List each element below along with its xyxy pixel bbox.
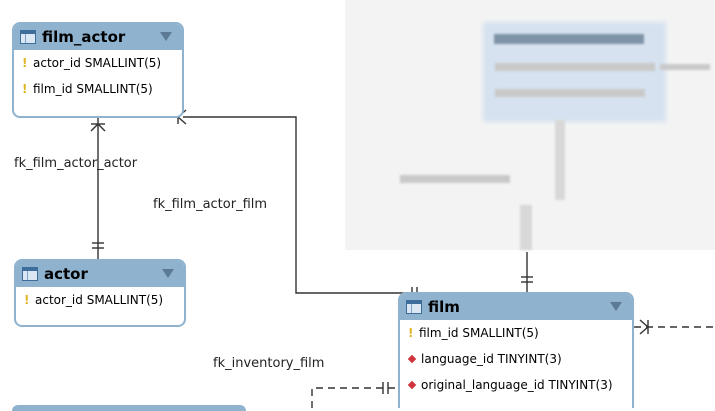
table-name: actor [44,265,88,283]
crowfoot-mark [90,123,99,132]
blurred-bar [400,175,510,183]
column-row[interactable]: original_language_id TINYINT(3) [400,372,632,398]
collapse-arrow-icon[interactable] [160,32,172,41]
table-header[interactable]: film [400,294,632,320]
blurred-bar [660,64,710,70]
relationship-label-fk-film-actor-film[interactable]: fk_film_actor_film [153,197,268,212]
table-icon [20,30,36,44]
relationship-line [311,387,398,408]
table-name: film_actor [42,28,126,46]
primary-key-icon: ! [408,326,414,340]
table-name: film [428,298,460,316]
table-film[interactable]: film ! film_id SMALLINT(5) language_id T… [398,292,634,408]
table-actor[interactable]: actor ! actor_id SMALLINT(5) [14,259,186,327]
column-row[interactable]: ! film_id SMALLINT(5) [14,76,182,102]
column-label: language_id TINYINT(3) [421,352,562,366]
blurred-bar [495,89,645,97]
column-label: film_id SMALLINT(5) [419,326,539,340]
crowfoot-mark [639,326,649,335]
crowfoot-mark [177,116,187,125]
column-label: film_id SMALLINT(5) [33,82,153,96]
column-row[interactable]: ! actor_id SMALLINT(5) [14,50,182,76]
collapse-arrow-icon[interactable] [610,302,622,311]
foreign-key-icon [407,354,417,364]
table-header[interactable]: film_actor [14,24,182,50]
partial-table-header [12,405,246,411]
blurred-bar [494,34,644,44]
table-film-actor[interactable]: film_actor ! actor_id SMALLINT(5) ! film… [12,22,184,118]
blurred-bar [555,120,565,200]
foreign-key-icon [407,380,417,390]
relationship-label-fk-film-actor-actor[interactable]: fk_film_actor_actor [14,156,138,171]
blurred-bar [495,63,655,71]
crowfoot-mark [639,319,649,328]
column-row[interactable]: ! actor_id SMALLINT(5) [16,287,184,313]
column-row[interactable]: language_id TINYINT(3) [400,346,632,372]
relationship-label-fk-inventory-film[interactable]: fk_inventory_film [213,356,325,371]
primary-key-icon: ! [22,82,28,96]
crowfoot-mark [97,123,106,132]
table-icon [22,267,38,281]
collapse-arrow-icon[interactable] [162,269,174,278]
primary-key-icon: ! [24,293,30,307]
table-icon [406,300,422,314]
table-header[interactable]: actor [16,261,184,287]
column-label: actor_id SMALLINT(5) [33,56,162,70]
primary-key-icon: ! [22,56,28,70]
column-label: actor_id SMALLINT(5) [35,293,164,307]
blurred-bar [520,205,532,250]
column-row[interactable]: ! film_id SMALLINT(5) [400,320,632,346]
column-label: original_language_id TINYINT(3) [421,378,613,392]
